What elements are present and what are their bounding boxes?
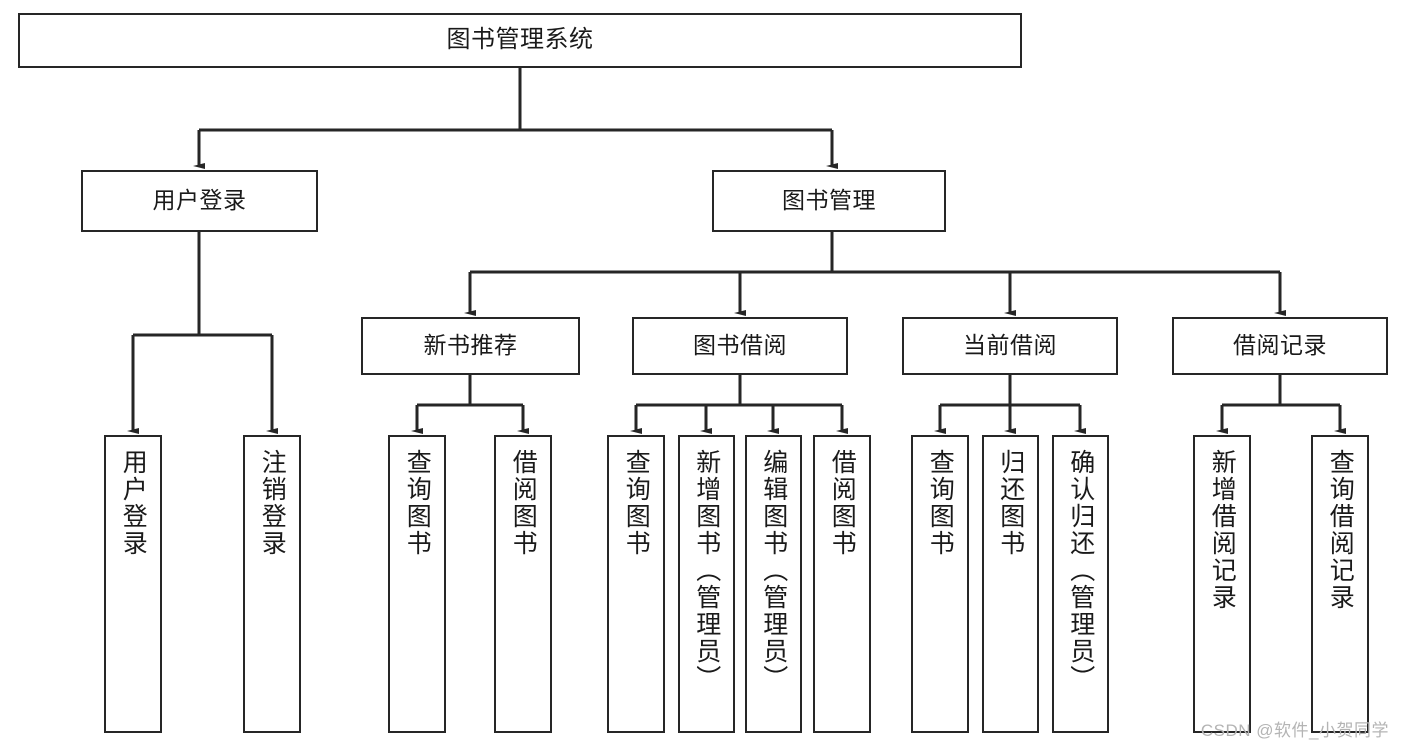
node-leaf-borrow-book-1[interactable]: 借阅图书 [494, 435, 552, 733]
node-leaf-add-book-label: 新增图书（管理员） [692, 449, 721, 692]
node-leaf-return-book[interactable]: 归还图书 [982, 435, 1039, 733]
node-leaf-borrow-book-1-label: 借阅图书 [509, 449, 538, 557]
node-leaf-edit-book[interactable]: 编辑图书（管理员） [745, 435, 802, 733]
node-leaf-logout-label: 注销登录 [258, 449, 287, 557]
node-borrow-record[interactable]: 借阅记录 [1172, 317, 1388, 375]
node-current-borrow[interactable]: 当前借阅 [902, 317, 1118, 375]
node-leaf-query-book-3[interactable]: 查询图书 [911, 435, 969, 733]
node-root[interactable]: 图书管理系统 [18, 13, 1022, 68]
node-leaf-add-book[interactable]: 新增图书（管理员） [678, 435, 735, 733]
node-book-manage-label: 图书管理 [782, 187, 876, 214]
node-leaf-edit-book-label: 编辑图书（管理员） [759, 449, 788, 692]
node-leaf-logout[interactable]: 注销登录 [243, 435, 301, 733]
node-leaf-borrow-book-2[interactable]: 借阅图书 [813, 435, 871, 733]
node-book-manage[interactable]: 图书管理 [712, 170, 946, 232]
node-leaf-return-book-label: 归还图书 [996, 449, 1025, 557]
node-current-borrow-label: 当前借阅 [963, 332, 1057, 359]
node-leaf-query-record-label: 查询借阅记录 [1326, 449, 1355, 611]
node-user-login-label: 用户登录 [152, 187, 247, 214]
node-leaf-query-book-1[interactable]: 查询图书 [388, 435, 446, 733]
node-book-borrow[interactable]: 图书借阅 [632, 317, 848, 375]
node-user-login[interactable]: 用户登录 [81, 170, 318, 232]
node-leaf-query-book-3-label: 查询图书 [926, 449, 955, 557]
node-leaf-confirm-return[interactable]: 确认归还（管理员） [1052, 435, 1109, 733]
node-new-book-rec[interactable]: 新书推荐 [361, 317, 580, 375]
node-leaf-add-record[interactable]: 新增借阅记录 [1193, 435, 1251, 733]
node-leaf-query-record[interactable]: 查询借阅记录 [1311, 435, 1369, 733]
node-new-book-rec-label: 新书推荐 [423, 332, 518, 359]
node-leaf-confirm-return-label: 确认归还（管理员） [1066, 449, 1095, 692]
node-book-borrow-label: 图书借阅 [693, 332, 787, 359]
csdn-watermark: CSDN @软件_小贺同学 [1200, 721, 1389, 740]
node-leaf-query-book-2[interactable]: 查询图书 [607, 435, 665, 733]
node-root-label: 图书管理系统 [446, 26, 594, 54]
node-leaf-user-login[interactable]: 用户登录 [104, 435, 162, 733]
node-borrow-record-label: 借阅记录 [1233, 332, 1327, 359]
node-leaf-query-book-1-label: 查询图书 [403, 449, 432, 557]
node-leaf-user-login-label: 用户登录 [119, 449, 148, 557]
node-leaf-add-record-label: 新增借阅记录 [1208, 449, 1237, 611]
node-leaf-query-book-2-label: 查询图书 [622, 449, 651, 557]
node-leaf-borrow-book-2-label: 借阅图书 [828, 449, 857, 557]
